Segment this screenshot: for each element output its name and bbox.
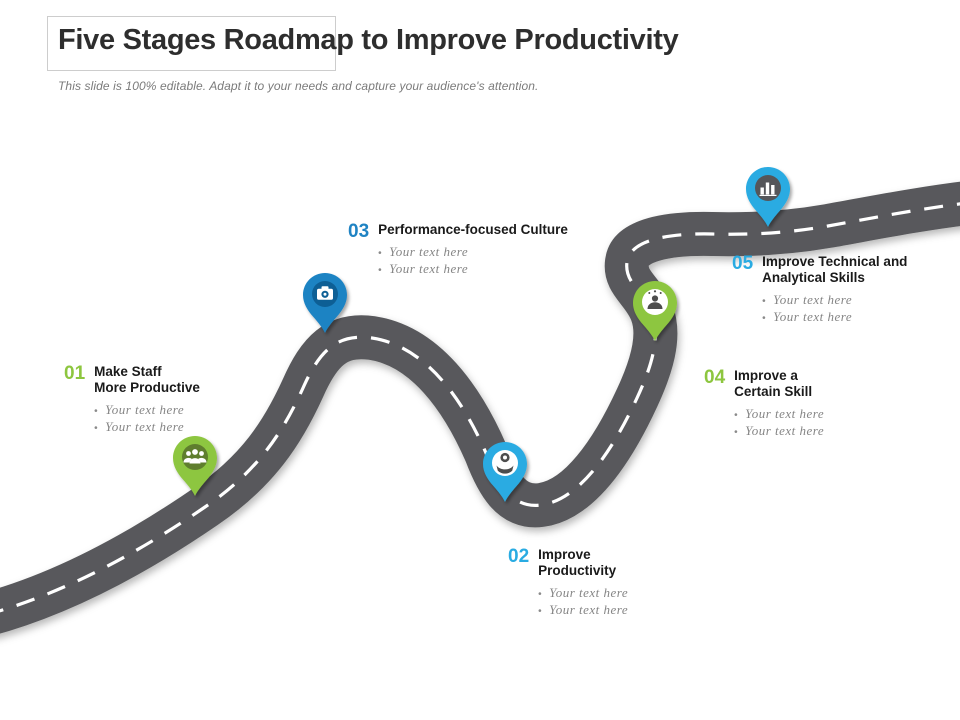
bullet-text: Your text here — [389, 244, 469, 260]
hand-gear-icon — [496, 452, 514, 474]
map-pin-stage-05 — [746, 167, 790, 227]
bar-chart-icon — [759, 182, 777, 196]
stage-bullets: • Your text here • Your text here — [762, 292, 907, 325]
stage-bullets: • Your text here • Your text here — [734, 406, 824, 439]
stage-number: 02 — [508, 546, 530, 567]
stage-title: Improve Technical and Analytical Skills — [762, 254, 908, 286]
bullet-text: Your text here — [389, 260, 469, 276]
stage-block-05: 05 Improve Technical and Analytical Skil… — [732, 253, 908, 325]
bullet-dot: • — [762, 312, 767, 324]
bullet-item: • Your text here — [762, 309, 907, 326]
stage-bullets: • Your text here • Your text here — [378, 244, 568, 277]
bullet-item: • Your text here — [538, 602, 628, 619]
bullet-text: Your text here — [105, 418, 185, 434]
slide-subtitle: This slide is 100% editable. Adapt it to… — [58, 79, 539, 93]
stage-title: Make Staff More Productive — [94, 364, 200, 396]
stage-block-02: 02 Improve Productivity • Your text here … — [508, 546, 628, 618]
bullet-text: Your text here — [745, 422, 825, 438]
bullet-text: Your text here — [773, 292, 853, 308]
bullet-dot: • — [538, 605, 543, 617]
map-pin-stage-04 — [633, 281, 677, 341]
bullet-text: Your text here — [549, 601, 629, 617]
stage-block-04: 04 Improve a Certain Skill • Your text he… — [704, 367, 824, 439]
bullet-item: • Your text here — [762, 292, 907, 309]
bullet-item: • Your text here — [734, 423, 824, 440]
person-idea-icon — [647, 290, 663, 309]
stage-bullets: • Your text here • Your text here — [94, 402, 200, 435]
stage-block-01: 01 Make Staff More Productive • Your text… — [64, 363, 200, 435]
bullet-dot: • — [734, 410, 739, 422]
bullet-item: • Your text here — [538, 585, 628, 602]
bullet-dot: • — [378, 264, 383, 276]
bullet-dot: • — [538, 589, 543, 601]
bullet-item: • Your text here — [378, 244, 568, 261]
stage-number: 03 — [348, 221, 370, 242]
map-pin-stage-03 — [303, 273, 347, 333]
stage-number: 04 — [704, 367, 726, 388]
bullet-dot: • — [734, 426, 739, 438]
bullet-text: Your text here — [549, 585, 629, 601]
users-icon — [183, 449, 207, 464]
bullet-dot: • — [762, 296, 767, 308]
stage-number: 01 — [64, 363, 86, 384]
stage-bullets: • Your text here • Your text here — [538, 585, 628, 618]
road-center-line — [0, 202, 960, 613]
bullet-item: • Your text here — [734, 406, 824, 423]
stage-title: Performance-focused Culture — [378, 222, 568, 237]
slide-title: Five Stages Roadmap to Improve Productiv… — [58, 24, 679, 56]
bullet-text: Your text here — [105, 402, 185, 418]
stage-number: 05 — [732, 253, 754, 274]
bullet-dot: • — [378, 248, 383, 260]
stage-title: Improve a Certain Skill — [734, 368, 813, 400]
bullet-item: • Your text here — [94, 419, 200, 436]
bullet-text: Your text here — [745, 406, 825, 422]
bullet-dot: • — [94, 406, 99, 418]
map-pin-stage-02 — [483, 442, 527, 502]
stage-title: Improve Productivity — [538, 547, 617, 579]
title-outline-box — [47, 16, 336, 71]
bullet-item: • Your text here — [378, 261, 568, 278]
bullet-text: Your text here — [773, 308, 853, 324]
bullet-dot: • — [94, 422, 99, 434]
map-pin-stage-01 — [173, 436, 217, 496]
bullet-item: • Your text here — [94, 402, 200, 419]
stage-block-03: 03 Performance-focused Culture • Your tex… — [348, 221, 588, 277]
camera-icon — [317, 286, 333, 300]
